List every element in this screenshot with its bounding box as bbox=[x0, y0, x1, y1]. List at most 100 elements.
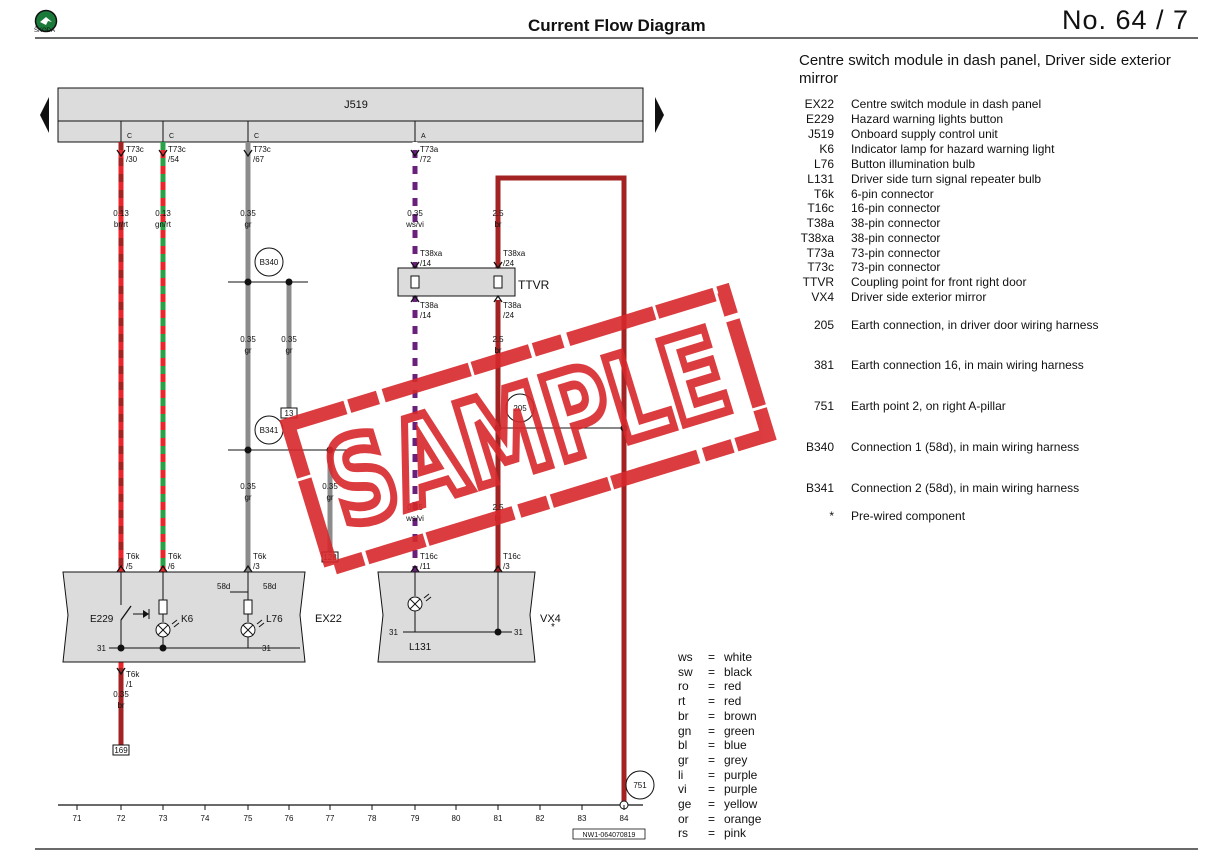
color-code-row: ws=white bbox=[678, 650, 788, 665]
legend-code: T73c bbox=[807, 260, 834, 274]
color-name: blue bbox=[724, 738, 747, 753]
connector-arrow-icon bbox=[116, 149, 126, 158]
l76-bulb-icon-ray bbox=[258, 622, 265, 628]
track-number: 72 bbox=[117, 814, 126, 823]
wire-size: 0.35 bbox=[240, 482, 256, 491]
sample-watermark: SAMPLE bbox=[279, 282, 777, 578]
color-name: yellow bbox=[724, 797, 758, 811]
legend-item: *Pre-wired component bbox=[799, 509, 1199, 524]
legend-description: Connection 2 (58d), in main wiring harne… bbox=[851, 481, 1080, 495]
track-number: 73 bbox=[159, 814, 168, 823]
node-b341-label: B341 bbox=[260, 426, 279, 435]
legend-item: T73a 73-pin connector bbox=[799, 246, 1199, 261]
wire-size: 0.35 bbox=[322, 482, 338, 491]
sample-stamp-border bbox=[279, 282, 777, 578]
color-code-row: li=purple bbox=[678, 768, 788, 783]
connector-label: T73c bbox=[126, 145, 144, 154]
l131-bulb-icon-ray bbox=[423, 593, 430, 599]
e229-label: E229 bbox=[90, 614, 114, 625]
track-number: 81 bbox=[494, 814, 503, 823]
wire-color: gr bbox=[244, 493, 251, 502]
color-abbr: ge bbox=[678, 797, 692, 811]
equals-sign: = bbox=[708, 797, 716, 811]
junction-dot bbox=[620, 424, 628, 432]
connector-arrow-icon bbox=[243, 149, 253, 158]
equals-sign: = bbox=[708, 826, 716, 841]
node-b340 bbox=[254, 247, 284, 277]
wire-color: gr bbox=[244, 346, 251, 355]
vx4-label: VX4 bbox=[540, 613, 561, 625]
color-code-row: br=brown bbox=[678, 709, 788, 724]
node-205-label: 205 bbox=[513, 404, 527, 413]
track-number: 78 bbox=[368, 814, 377, 823]
wire-color: br/rt bbox=[114, 220, 129, 229]
legend-description: Coupling point for front right door bbox=[851, 275, 1027, 289]
legend-code: T38xa bbox=[800, 231, 834, 245]
connector-arrow-icon bbox=[493, 294, 503, 303]
equals-sign: = bbox=[708, 664, 716, 679]
ttvr-label: TTVR bbox=[518, 278, 550, 292]
terminal-58d-label: 58d bbox=[217, 582, 230, 591]
wire-size: 2.5 bbox=[492, 209, 504, 218]
l76-label: L76 bbox=[266, 614, 283, 625]
pin-letter: C bbox=[169, 133, 174, 140]
junction-dot bbox=[326, 446, 334, 454]
connector-arrow-icon bbox=[410, 149, 420, 158]
color-abbr: br bbox=[678, 708, 689, 723]
connector-label: T6k bbox=[253, 552, 267, 561]
legend-code: T16c bbox=[807, 201, 834, 215]
connector-pin: /24 bbox=[503, 311, 515, 320]
pin-letter: C bbox=[127, 133, 132, 140]
legend-description: Earth point 2, on right A-pillar bbox=[851, 399, 1006, 413]
connector-label: T38a bbox=[503, 301, 522, 310]
equals-sign: = bbox=[708, 708, 716, 723]
wire-size: 2.5 bbox=[492, 503, 504, 512]
diagram-subtitle: Centre switch module in dash panel, Driv… bbox=[799, 52, 1171, 87]
color-code-row: gr=grey bbox=[678, 753, 788, 768]
legend-description: Indicator lamp for hazard warning light bbox=[851, 142, 1055, 156]
legend-description: 38-pin connector bbox=[851, 231, 941, 245]
color-name: white bbox=[724, 650, 753, 664]
connector-pin: /30 bbox=[126, 155, 138, 164]
l131-bulb-icon-ray bbox=[425, 596, 432, 602]
l76-bulb-icon-ray bbox=[256, 619, 263, 625]
color-name: black bbox=[724, 664, 753, 679]
sample-stamp-text: SAMPLE bbox=[311, 303, 743, 555]
j519-label: J519 bbox=[344, 99, 368, 111]
junction-dot bbox=[494, 628, 502, 636]
connector-arrow-icon bbox=[116, 667, 126, 676]
legend-code: B340 bbox=[805, 440, 834, 454]
color-name: red bbox=[724, 679, 742, 694]
terminal-31-label: 31 bbox=[97, 644, 106, 653]
wire-color: ws/vi bbox=[405, 514, 424, 523]
connector-pin: /3 bbox=[253, 562, 260, 571]
connector-label: T73c bbox=[253, 145, 271, 154]
color-abbr: ws bbox=[678, 650, 693, 664]
wire-color: gr bbox=[285, 346, 292, 355]
legend-code: L76 bbox=[813, 157, 834, 171]
legend-description: Button illumination bulb bbox=[851, 157, 976, 171]
connector-arrow-icon bbox=[410, 261, 420, 270]
wire-color: gr bbox=[326, 493, 333, 502]
legend-description: 73-pin connector bbox=[851, 246, 941, 260]
color-code-row: rs=pink bbox=[678, 826, 788, 841]
connector-arrow-icon bbox=[158, 564, 168, 573]
track-number: 84 bbox=[620, 814, 629, 823]
equals-sign: = bbox=[708, 782, 716, 797]
legend-code: T73a bbox=[806, 246, 834, 260]
node-751-label: 751 bbox=[633, 781, 647, 790]
track-number: 79 bbox=[411, 814, 420, 823]
equals-sign: = bbox=[708, 752, 716, 767]
wire-size: 0.35 bbox=[407, 209, 423, 218]
l76-resistor bbox=[243, 599, 253, 615]
l131-bulb-icon-cross bbox=[409, 598, 421, 610]
